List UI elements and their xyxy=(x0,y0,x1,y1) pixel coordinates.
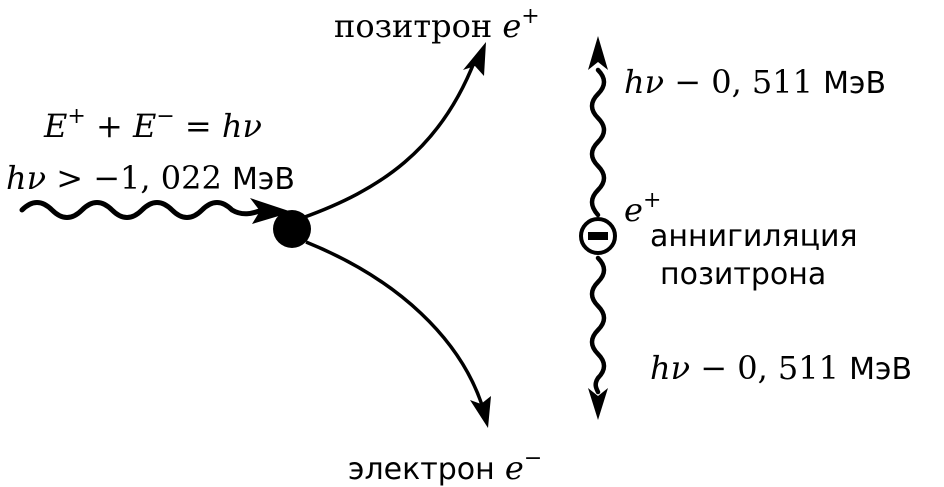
lower-photon-wave xyxy=(589,255,607,395)
electron-track xyxy=(305,240,484,406)
positron-track xyxy=(301,59,477,220)
minus-sign-icon xyxy=(588,232,608,240)
positron-arrowhead xyxy=(463,42,486,76)
electron-arrowhead xyxy=(470,396,491,428)
threshold-relation: > xyxy=(56,159,84,197)
top-photon-energy-label: hν − 0, 511 МэВ xyxy=(624,66,886,99)
top-photon-unit: МэВ xyxy=(823,66,887,101)
bottom-photon-unit: МэВ xyxy=(849,352,913,387)
annihilation-positron-charge: + xyxy=(642,188,662,213)
threshold-value: −1, 022 xyxy=(93,159,222,197)
formula-hnu: hν xyxy=(221,107,262,145)
formula-e-plus: E xyxy=(44,107,68,145)
threshold-hnu: hν xyxy=(6,159,47,197)
positron-charge: + xyxy=(521,4,540,29)
top-photon-hnu: hν xyxy=(624,63,665,101)
incoming-photon-wave xyxy=(19,200,265,220)
formula-e-minus: E xyxy=(132,107,157,145)
annihilation-positron-label: e+ xyxy=(624,188,662,229)
annihilation-text-line2: позитрона xyxy=(660,257,827,292)
interaction-vertex xyxy=(273,210,311,248)
positron-label: позитрон e+ xyxy=(334,4,540,45)
bottom-photon-value: − 0, 511 xyxy=(700,349,839,387)
electron-word: электрон xyxy=(348,452,495,487)
annihilation-positron-symbol: e xyxy=(624,191,643,229)
upper-photon-arrowhead xyxy=(588,36,608,70)
formula-minus-charge: − xyxy=(156,104,175,129)
incoming-photon-arrowhead xyxy=(250,198,292,224)
upper-photon-wave xyxy=(589,67,607,218)
lower-photon-arrowhead xyxy=(588,388,608,420)
threshold-unit: МэВ xyxy=(231,162,295,197)
threshold-label: hν > −1, 022 МэВ xyxy=(6,162,295,195)
electron-label: электрон e− xyxy=(348,448,542,485)
positron-symbol: e xyxy=(502,7,522,45)
formula-plus-op: + xyxy=(95,107,123,145)
electron-charge: − xyxy=(523,446,543,471)
formula-plus-charge: + xyxy=(67,104,86,129)
electron-symbol: e xyxy=(504,449,524,487)
formula-equals: = xyxy=(184,107,212,145)
bottom-photon-energy-label: hν − 0, 511 МэВ xyxy=(650,352,912,385)
positron-word: позитрон xyxy=(334,7,493,45)
bottom-photon-hnu: hν xyxy=(650,349,691,387)
top-photon-value: − 0, 511 xyxy=(674,63,813,101)
energy-sum-formula: E+ + E− = hν xyxy=(44,104,262,145)
annihilation-text-line1: аннигиляция xyxy=(650,219,858,254)
